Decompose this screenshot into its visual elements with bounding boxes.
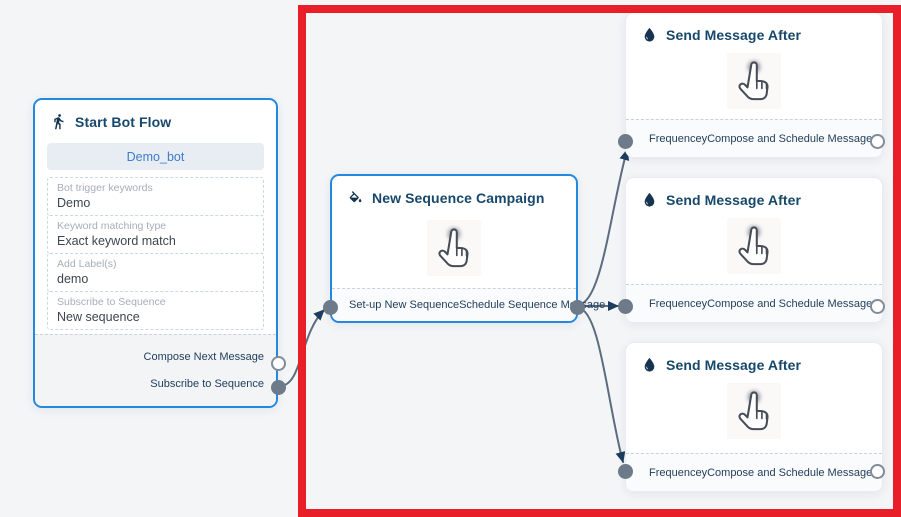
walking-person-icon xyxy=(54,114,64,130)
field-add-labels[interactable]: Add Label(s) demo xyxy=(47,253,264,292)
send-message-after-header: Send Message After xyxy=(626,343,882,380)
hand-pointer-icon xyxy=(738,61,769,101)
start-bot-flow-fields: Bot trigger keywords Demo Keyword matchi… xyxy=(47,177,264,330)
field-label: Subscribe to Sequence xyxy=(57,296,166,308)
bot-name-button[interactable]: Demo_bot xyxy=(47,143,264,170)
field-value: New sequence xyxy=(57,310,140,324)
port-label: Subscribe to Sequence xyxy=(150,378,264,391)
input-handle-setup-new-sequence[interactable] xyxy=(323,300,338,315)
input-handle-frequencey[interactable] xyxy=(618,464,633,479)
send-message-after-node-3[interactable]: Send Message After Frequencey Compose an… xyxy=(618,342,885,492)
node-body-click-area[interactable] xyxy=(727,218,781,274)
hand-pointer-icon xyxy=(738,391,769,431)
send-message-after-header: Send Message After xyxy=(626,178,882,215)
output-port-label-compose-schedule: Compose and Schedule Message xyxy=(707,132,873,145)
send-message-after-header: Send Message After xyxy=(626,13,882,50)
port-label-schedule-sequence-message: Schedule Sequence Message xyxy=(459,299,606,311)
start-bot-flow-node[interactable]: Start Bot Flow Demo_bot Bot trigger keyw… xyxy=(33,98,286,408)
send-message-after-footer: Frequencey Compose and Schedule Message xyxy=(626,453,882,491)
send-message-after-footer: Frequencey Compose and Schedule Message xyxy=(626,284,882,322)
start-bot-flow-title: Start Bot Flow xyxy=(75,113,172,130)
port-label: Compose Next Message xyxy=(143,350,264,363)
output-handle-compose-next-message[interactable] xyxy=(271,356,286,371)
input-handle-frequencey[interactable] xyxy=(618,134,633,149)
output-port-compose-next-message: Compose Next Message xyxy=(35,351,276,363)
output-port-label-compose-schedule: Compose and Schedule Message xyxy=(707,466,873,479)
port-label-setup-new-sequence: Set-up New Sequence xyxy=(349,299,460,311)
start-bot-flow-header: Start Bot Flow xyxy=(35,100,276,137)
hand-pointer-icon xyxy=(438,228,469,268)
edge-start-to-campaign xyxy=(279,309,325,387)
output-handle-compose-schedule[interactable] xyxy=(870,134,885,149)
input-port-label-frequencey: Frequencey xyxy=(649,466,708,479)
hand-pointer-icon xyxy=(738,226,769,266)
node-body-click-area[interactable] xyxy=(727,383,781,439)
field-bot-trigger-keywords[interactable]: Bot trigger keywords Demo xyxy=(47,177,264,216)
field-value: Exact keyword match xyxy=(57,234,176,248)
send-message-after-node-1[interactable]: Send Message After Frequencey Compose an… xyxy=(618,12,885,158)
send-message-after-title: Send Message After xyxy=(666,26,802,43)
edge-campaign-to-send1 xyxy=(577,149,630,306)
field-keyword-matching-type[interactable]: Keyword matching type Exact keyword matc… xyxy=(47,215,264,254)
send-message-after-title: Send Message After xyxy=(666,356,802,373)
new-sequence-campaign-header: New Sequence Campaign xyxy=(332,176,576,213)
field-label: Add Label(s) xyxy=(57,258,117,270)
output-port-subscribe-to-sequence: Subscribe to Sequence xyxy=(35,378,276,390)
new-sequence-campaign-footer: Set-up New Sequence Schedule Sequence Me… xyxy=(332,288,605,321)
send-message-after-footer: Frequencey Compose and Schedule Message xyxy=(626,119,882,157)
send-message-after-title: Send Message After xyxy=(666,191,802,208)
input-port-label-frequencey: Frequencey xyxy=(649,132,708,145)
output-handle-subscribe-to-sequence[interactable] xyxy=(271,380,286,395)
new-sequence-campaign-node[interactable]: New Sequence Campaign Set-up New Sequenc… xyxy=(323,174,605,323)
edge-campaign-to-send3 xyxy=(577,307,626,463)
water-drop-icon xyxy=(644,27,655,42)
start-bot-flow-footer: Compose Next Message Subscribe to Sequen… xyxy=(35,334,276,406)
output-port-label-compose-schedule: Compose and Schedule Message xyxy=(707,297,873,310)
node-body-click-area[interactable] xyxy=(727,53,781,109)
input-port-label-frequencey: Frequencey xyxy=(649,297,708,310)
field-label: Bot trigger keywords xyxy=(57,182,153,194)
output-handle-compose-schedule[interactable] xyxy=(870,299,885,314)
send-message-after-node-2[interactable]: Send Message After Frequencey Compose an… xyxy=(618,177,885,323)
output-handle-compose-schedule[interactable] xyxy=(870,464,885,479)
new-sequence-campaign-title: New Sequence Campaign xyxy=(372,189,545,206)
water-drop-icon xyxy=(644,192,655,207)
output-handle-schedule-sequence-message[interactable] xyxy=(570,300,585,315)
input-handle-frequencey[interactable] xyxy=(618,299,633,314)
field-subscribe-to-sequence[interactable]: Subscribe to Sequence New sequence xyxy=(47,291,264,330)
field-value: demo xyxy=(57,272,89,286)
paint-bucket-icon xyxy=(349,191,362,203)
field-value: Demo xyxy=(57,196,91,210)
node-body-click-area[interactable] xyxy=(427,220,481,276)
water-drop-icon xyxy=(644,357,655,372)
field-label: Keyword matching type xyxy=(57,220,167,232)
